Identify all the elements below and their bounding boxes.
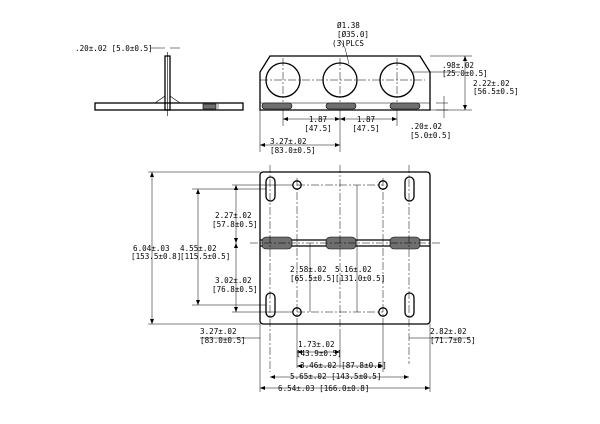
front-view: Ø1.38 [Ø35.0] (3)PLCS .98±.02 [25.0±0.5]…: [259, 21, 519, 155]
side-view-base: [94, 102, 244, 111]
height-label-2: [56.5±0.5]: [473, 87, 519, 96]
upper-label-1: 2.27±.02: [215, 211, 252, 220]
dim-173-label-2: [43.9±0.5]: [296, 349, 342, 358]
height-label-1: 2.22±.02: [473, 79, 510, 88]
hole-x-label-1: 2.58±.02: [290, 265, 327, 274]
front-weld-2: [325, 102, 357, 110]
upper-label-2: [57.8±0.5]: [212, 220, 258, 229]
dim-565-label: 5.65±.02 [143.5±0.5]: [290, 372, 381, 381]
plan-slot-bottom-left: [265, 292, 276, 318]
front-left-label-1: 3.27±.02: [270, 137, 307, 146]
lower-label-1: 3.02±.02: [215, 276, 252, 285]
plan-slot-top-right: [404, 176, 415, 202]
slot-span-label-2: [115.5±0.5]: [180, 252, 230, 261]
lower-label-2: [76.8±0.5]: [212, 285, 258, 294]
front-thickness-label-2: [5.0±0.5]: [410, 131, 451, 140]
plan-slot-bottom-right: [404, 292, 415, 318]
hole-y-label-1: 5.16±.02: [335, 265, 372, 274]
right-edge-label-1: 2.82±.02: [430, 327, 467, 336]
slot-span-label-1: 4.55±.02: [180, 244, 217, 253]
hole-note-line-2: [Ø35.0]: [337, 30, 369, 39]
plan-slot-top-left: [265, 176, 276, 202]
front-left-label-2: [83.0±0.5]: [270, 146, 316, 155]
dim-173-label-1: 1.73±.02: [298, 340, 335, 349]
hole-note-line-1: Ø1.38: [337, 21, 360, 30]
pitch-a-label-2: [47.5]: [304, 124, 331, 133]
pitch-b-label-1: 1.87: [357, 115, 375, 124]
plan-view: 6.04±.03 [153.5±0.8] 4.55±.02 [115.5±0.5…: [131, 165, 476, 393]
front-thickness-label-1: .20±.02: [410, 122, 442, 131]
left-edge-label-1: 3.27±.02: [200, 327, 237, 336]
edge-right-label-1: .98±.02: [442, 61, 474, 70]
pitch-a-label-1: 1.87: [309, 115, 327, 124]
front-weld-1: [261, 102, 293, 110]
hole-note-line-3: (3)PLCS: [332, 39, 364, 48]
right-edge-label-2: [71.7±0.5]: [430, 336, 476, 345]
overall-height-label-1: 6.04±.03: [133, 244, 170, 253]
overall-height-label-2: [153.5±0.8]: [131, 252, 181, 261]
side-view-weld: [202, 103, 217, 110]
front-weld-3: [389, 102, 421, 110]
hole-y-label-2: [131.0±0.5]: [335, 274, 385, 283]
left-edge-label-2: [83.0±0.5]: [200, 336, 246, 345]
side-view: .20±.02 [5.0±0.5]: [75, 44, 244, 116]
side-thickness-label: .20±.02 [5.0±0.5]: [75, 44, 153, 53]
pitch-b-label-2: [47.5]: [352, 124, 379, 133]
plan-plate-outline: [259, 171, 431, 325]
dim-654-label: 6.54±.03 [166.0±0.8]: [278, 384, 369, 393]
hole-x-label-2: [65.5±0.5]: [290, 274, 336, 283]
dim-346-label: 3.46±.02 [87.8±0.5]: [300, 361, 387, 370]
